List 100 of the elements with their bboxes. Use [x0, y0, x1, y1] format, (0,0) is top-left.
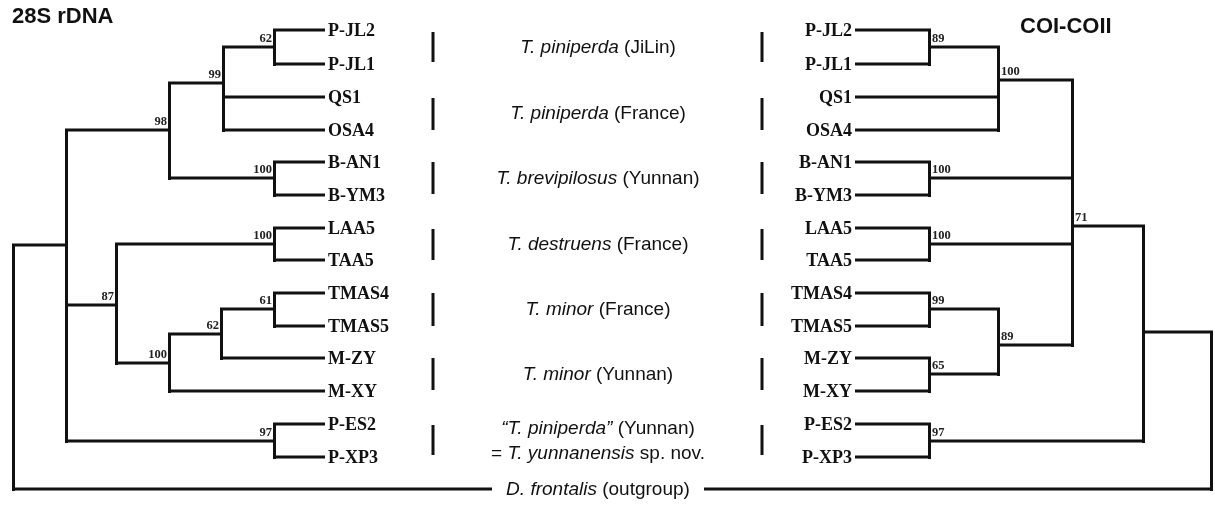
tree-node-bar: [928, 226, 931, 262]
tree-branch: [273, 324, 325, 328]
tree-branch: [12, 243, 65, 247]
bootstrap-value: 62: [258, 32, 272, 45]
taxon-label: P-JL2: [775, 20, 855, 40]
tree-branch: [855, 356, 931, 360]
taxon-label: M-XY: [325, 381, 377, 401]
bootstrap-value: 89: [1001, 330, 1014, 343]
tree-node-bar: [273, 160, 276, 197]
taxon-label: P-XP3: [325, 447, 378, 467]
bootstrap-value: 89: [932, 32, 945, 45]
tree-node-bar: [273, 422, 276, 459]
tree-branch: [1145, 330, 1213, 334]
tree-branch: [931, 242, 1074, 246]
taxon-label: B-YM3: [325, 185, 385, 205]
taxon-label: B-AN1: [775, 152, 855, 172]
species-label: T. brevipilosus (Yunnan): [496, 166, 700, 190]
taxon-label: TMAS5: [775, 316, 855, 336]
bootstrap-value: 98: [153, 115, 167, 128]
taxon-label: P-JL1: [325, 54, 375, 74]
taxon-label: P-XP3: [775, 447, 855, 467]
tree-branch: [1000, 78, 1074, 82]
bootstrap-value: 100: [932, 229, 951, 242]
tree-branch: [273, 258, 325, 262]
taxon-label: TMAS4: [325, 283, 389, 303]
tree-branch: [220, 356, 325, 360]
tree-branch: [168, 176, 273, 180]
tree-branch: [273, 28, 325, 32]
tree-node-bar: [168, 332, 171, 393]
tree-branch: [855, 422, 931, 426]
species-label: T. piniperda (France): [510, 101, 686, 125]
tree-node-bar: [222, 45, 225, 132]
tree-branch: [168, 332, 220, 336]
tree-branch: [273, 226, 325, 230]
tree-node-bar: [997, 45, 1000, 132]
tree-branch: [273, 193, 325, 197]
bootstrap-value: 61: [258, 294, 272, 307]
tree-branch: [855, 455, 931, 459]
bootstrap-value: 100: [252, 163, 272, 176]
tree-branch: [855, 193, 931, 197]
tree-branch: [65, 303, 115, 307]
tree-node-bar: [997, 307, 1000, 376]
taxon-label: QS1: [325, 87, 361, 107]
bootstrap-value: 97: [258, 426, 272, 439]
taxon-label: TAA5: [775, 250, 855, 270]
tree-branch: [855, 62, 931, 66]
taxon-label: TMAS4: [775, 283, 855, 303]
tree-branch: [855, 291, 931, 295]
taxon-label: TMAS5: [325, 316, 389, 336]
taxon-label: B-YM3: [775, 185, 855, 205]
tree-node-bar: [1071, 78, 1074, 347]
tree-node-bar: [220, 307, 223, 360]
tree-node-bar: [1142, 224, 1145, 443]
bootstrap-value: 97: [932, 426, 945, 439]
species-label: T. minor (France): [525, 297, 671, 321]
tree-node-bar: [1210, 330, 1213, 491]
tree-node-bar: [928, 422, 931, 459]
tree-branch: [273, 62, 325, 66]
tree-branch: [931, 45, 1000, 49]
taxon-label: B-AN1: [325, 152, 381, 172]
tree-branch: [65, 439, 273, 443]
tree-branch: [1000, 343, 1074, 347]
tree-branch: [168, 81, 222, 85]
tree-branch: [273, 291, 325, 295]
tree-title: COI-COII: [1020, 14, 1112, 38]
bootstrap-value: 100: [932, 163, 951, 176]
tree-branch: [931, 372, 1000, 376]
species-label: = T. yunnanensis sp. nov.: [491, 441, 705, 465]
tree-node-bar: [115, 242, 118, 365]
tree-branch: [65, 128, 168, 132]
tree-branch: [855, 128, 1000, 132]
tree-branch: [931, 176, 1074, 180]
taxon-label: M-ZY: [325, 348, 376, 368]
tree-node-bar: [65, 128, 68, 443]
tree-branch: [222, 45, 273, 49]
taxon-label: P-JL1: [775, 54, 855, 74]
tree-node-bar: [168, 81, 171, 180]
tree-branch: [931, 307, 1000, 311]
tree-node-bar: [273, 291, 276, 328]
taxon-label: M-XY: [775, 381, 855, 401]
tree-branch: [855, 258, 931, 262]
tree-branch: [222, 128, 325, 132]
tree-node-bar: [928, 291, 931, 328]
taxon-label: P-JL2: [325, 20, 375, 40]
tree-branch: [855, 226, 931, 230]
taxon-label: P-ES2: [775, 414, 855, 434]
tree-node-bar: [928, 28, 931, 66]
tree-branch: [273, 455, 325, 459]
taxon-label: OSA4: [325, 120, 374, 140]
tree-branch: [115, 242, 273, 246]
bootstrap-value: 99: [207, 68, 221, 81]
tree-branch: [12, 487, 492, 491]
bootstrap-value: 62: [205, 319, 219, 332]
tree-node-bar: [273, 28, 276, 66]
taxon-label: M-ZY: [775, 348, 855, 368]
tree-branch: [220, 307, 273, 311]
species-label: T. piniperda (JiLin): [520, 35, 676, 59]
taxon-label: LAA5: [325, 218, 375, 238]
taxon-label: OSA4: [775, 120, 855, 140]
bootstrap-value: 100: [1001, 65, 1020, 78]
